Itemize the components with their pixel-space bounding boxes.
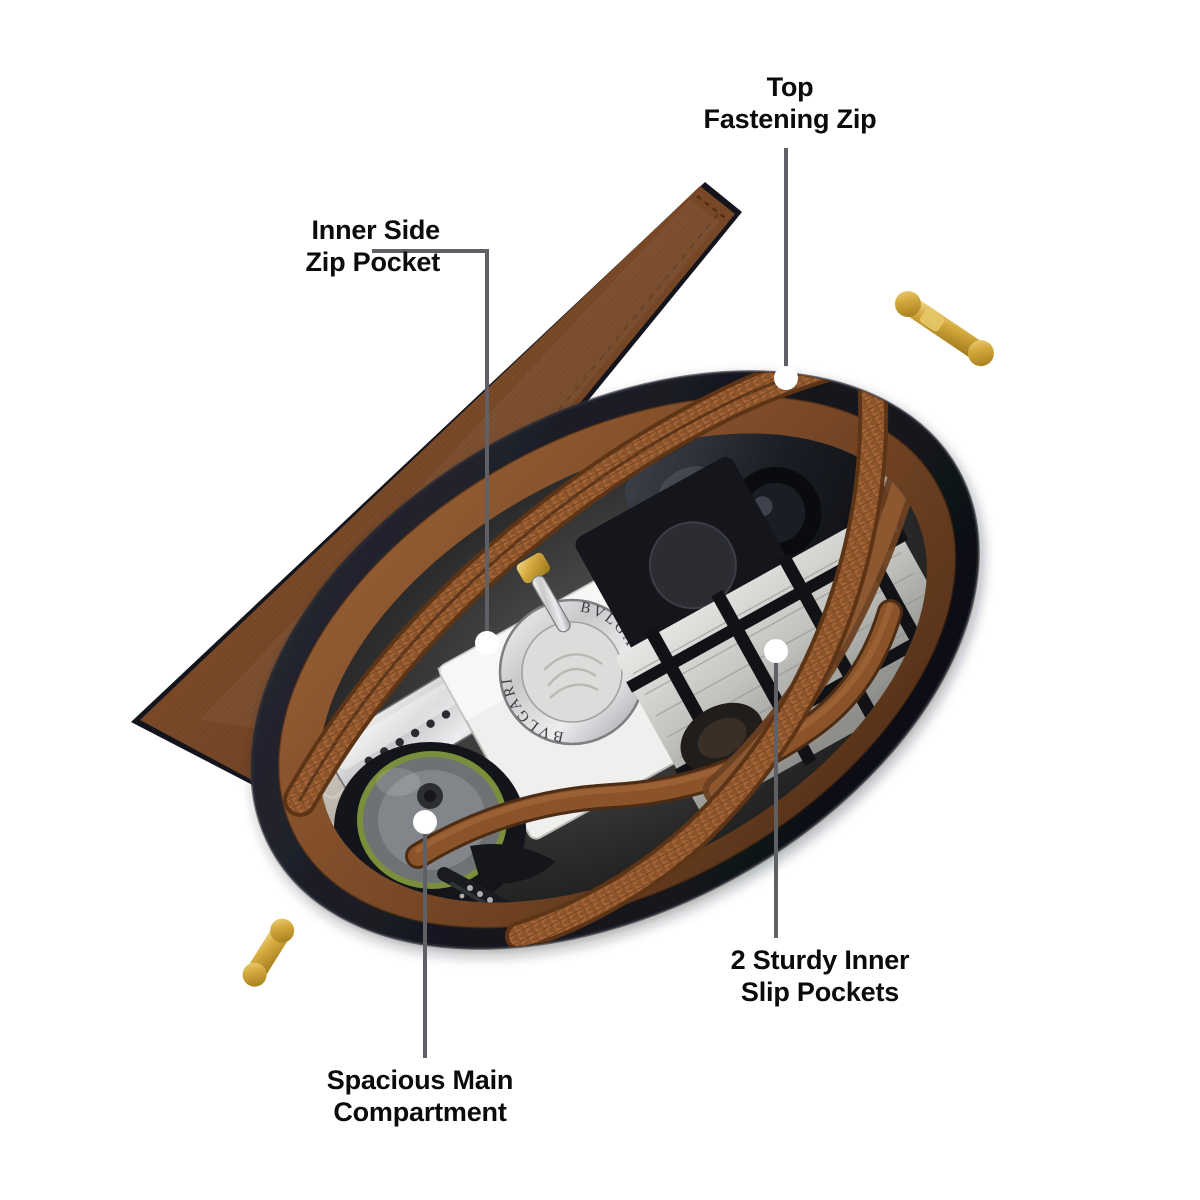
callout-label-slip-pockets: 2 Sturdy Inner Slip Pockets bbox=[730, 945, 910, 1007]
strap-hardware-left bbox=[242, 918, 295, 987]
callout-label-inner-side-zip-pocket: Inner Side Zip Pocket bbox=[305, 215, 440, 277]
perfume-bottle: BVLGARI BVLGARI bbox=[498, 598, 646, 746]
callout-label-top-fastening-zip: Top Fastening Zip bbox=[703, 72, 877, 134]
bag-outline bbox=[250, 370, 980, 950]
strap-hardware-right bbox=[894, 290, 994, 367]
zipper-pull bbox=[516, 552, 571, 633]
shoulder-strap bbox=[405, 599, 903, 869]
callout-label-main-compartment: Spacious Main Compartment bbox=[326, 1065, 514, 1127]
